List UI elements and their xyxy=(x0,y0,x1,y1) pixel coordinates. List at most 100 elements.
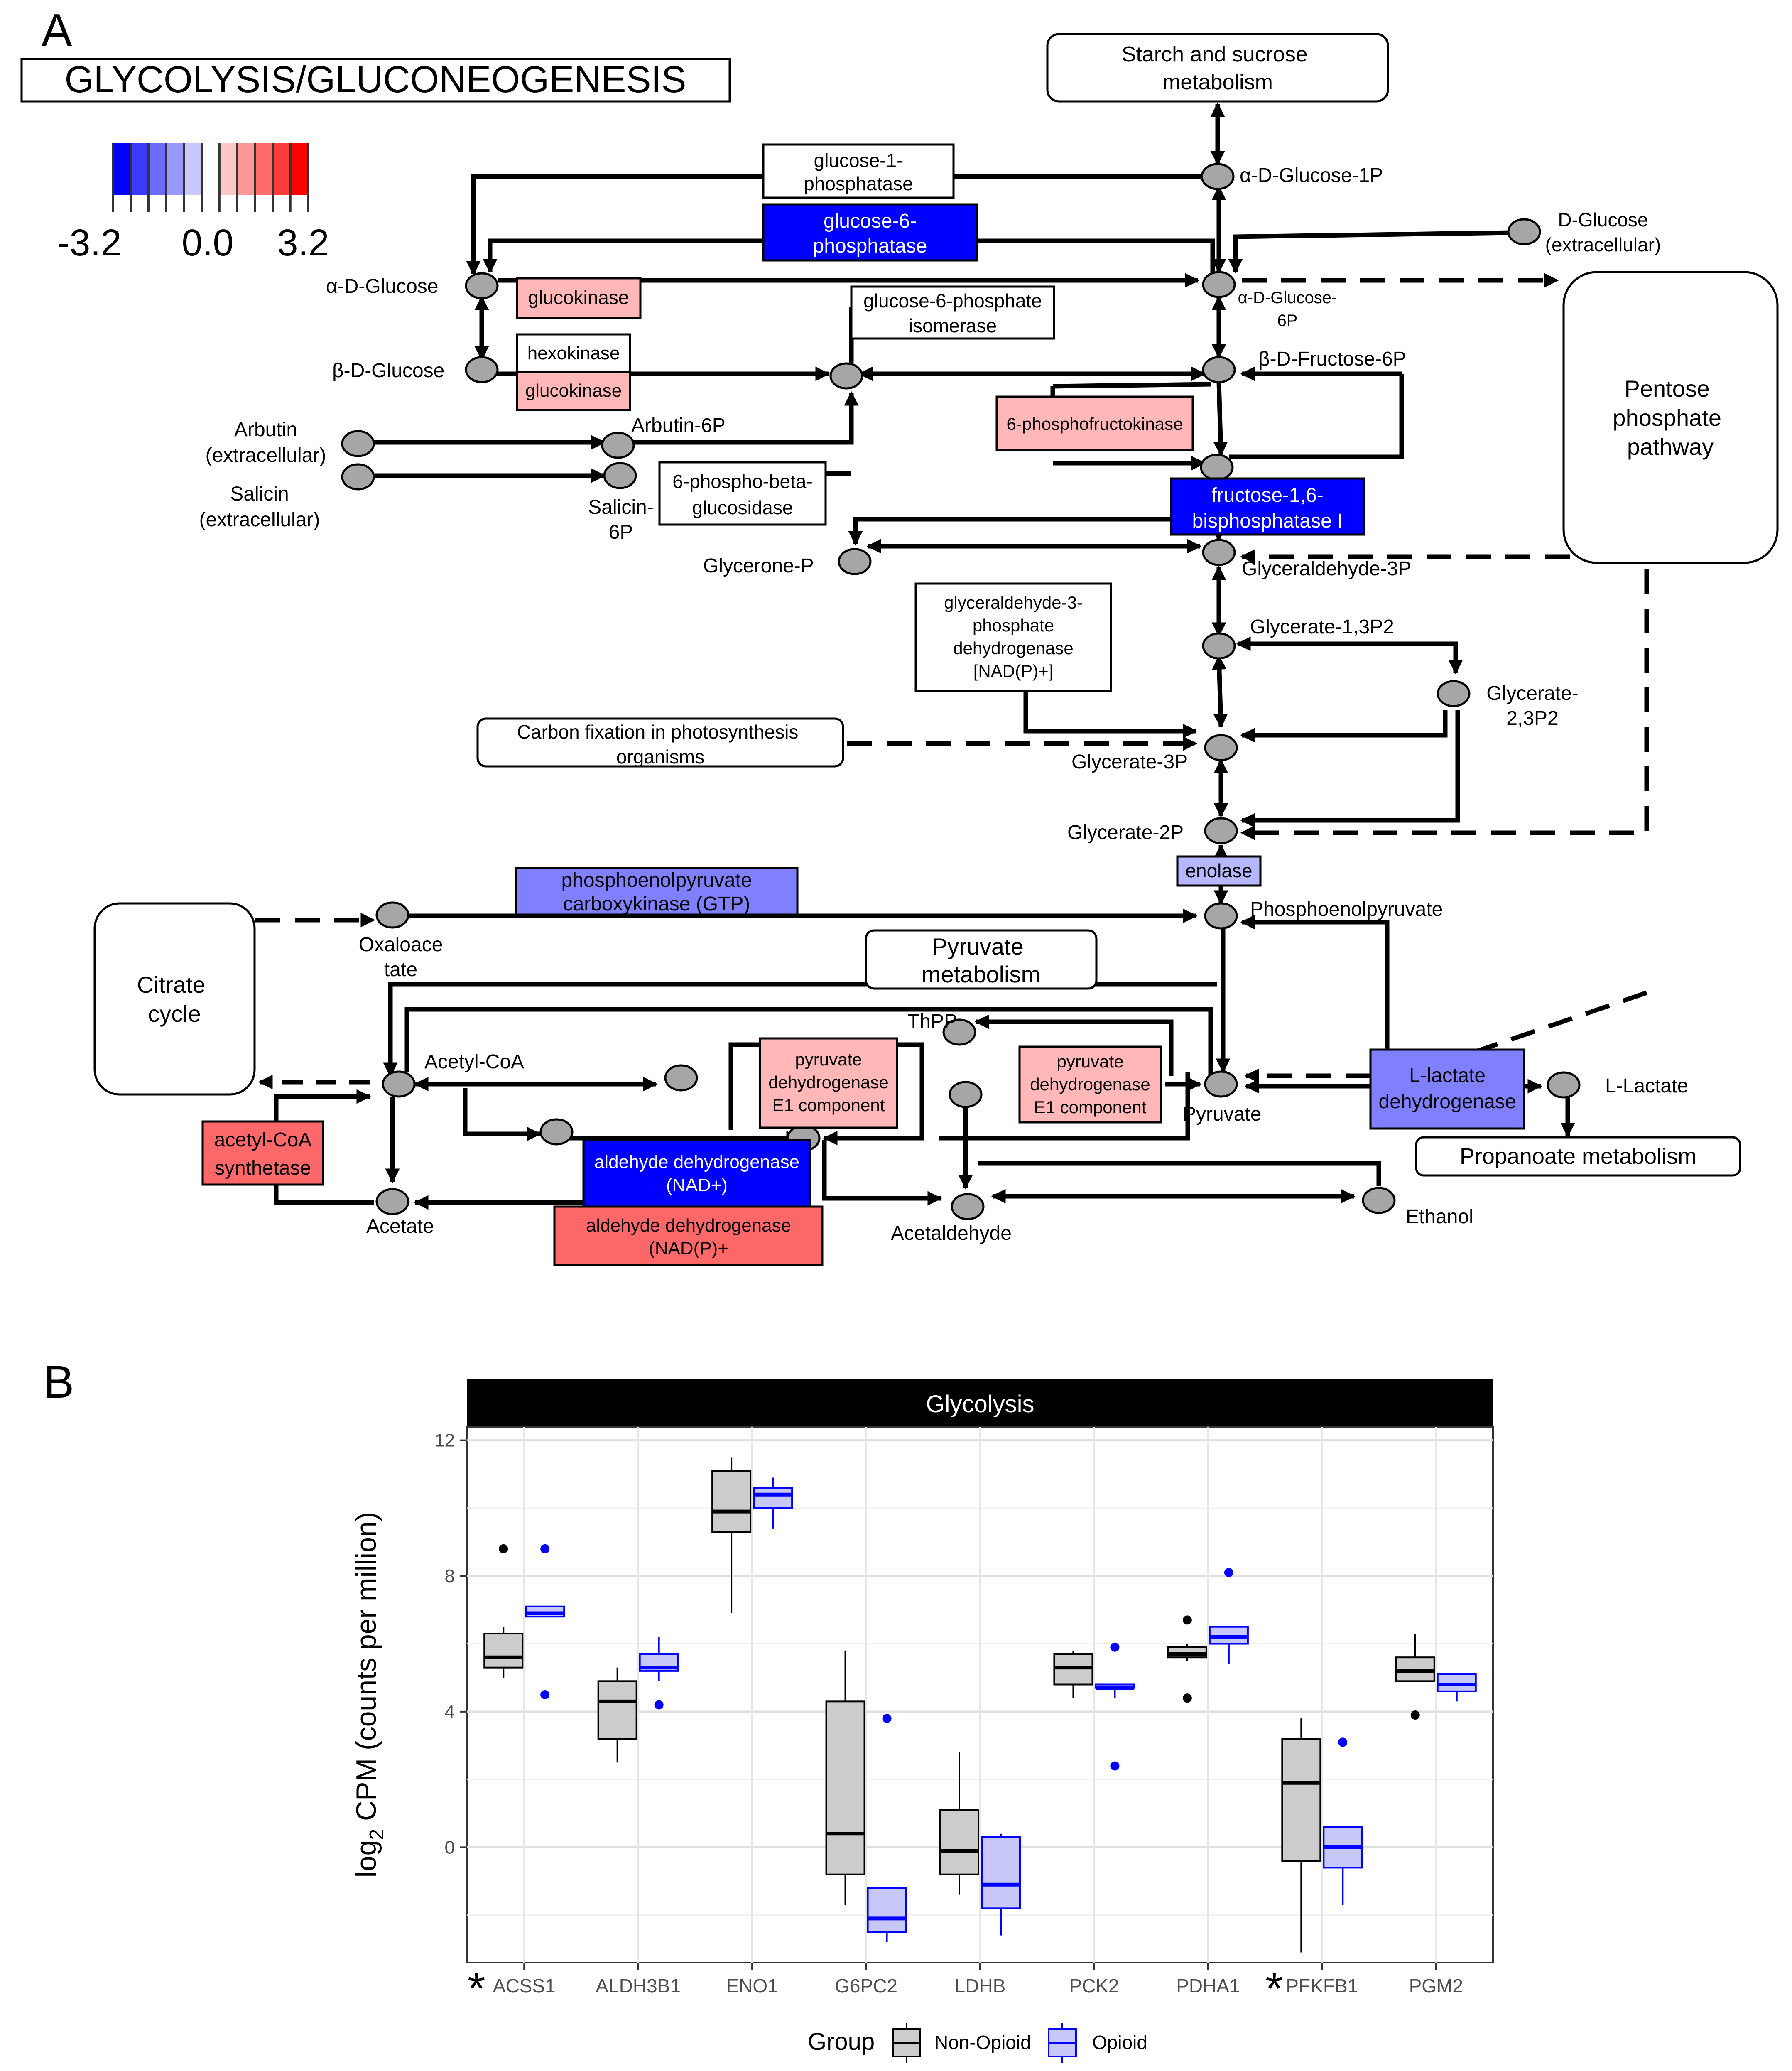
svg-text:fructose-1,6-bisphosphatase I: fructose-1,6-bisphosphatase I xyxy=(1192,484,1343,532)
scale-swatch xyxy=(201,143,220,195)
enzyme-g6pase[interactable]: glucose-6-phosphatase xyxy=(762,203,978,262)
svg-text:6-phosphofructokinase: 6-phosphofructokinase xyxy=(1007,414,1183,434)
pathway-pentose[interactable]: Pentose phosphate pathway xyxy=(1613,375,1728,460)
compound-node xyxy=(1202,356,1236,383)
compound-node xyxy=(1202,539,1236,566)
box-opioid-ALDH3B1 xyxy=(639,1637,679,1710)
compound-node xyxy=(382,1070,416,1098)
x-tick-label: ACSS1 xyxy=(493,1975,556,1997)
edge-pentose-g2p xyxy=(1240,569,1649,840)
label-gap: Glyceraldehyde-3P xyxy=(1242,558,1411,580)
box-body xyxy=(825,1700,865,1875)
edge-thpp-loop xyxy=(974,1014,1174,1076)
enzyme-pbg[interactable]: 6-phospho-beta-glucosidase xyxy=(658,461,827,526)
label-ethanol: Ethanol xyxy=(1406,1206,1473,1228)
edge-pdh1-loop xyxy=(728,1042,924,1146)
scale-swatch xyxy=(166,143,184,195)
enzyme-g1pase[interactable]: glucose-1-phosphatase xyxy=(762,143,955,199)
box-body xyxy=(981,1836,1021,1909)
outlier-point xyxy=(1338,1737,1348,1747)
enzyme-enolase[interactable]: enolase xyxy=(1176,855,1262,887)
compound-node xyxy=(465,356,499,383)
edge-23p2-g3p xyxy=(1240,710,1448,743)
compound-node xyxy=(601,432,635,459)
edge-pentose-ldh xyxy=(1453,990,1647,1062)
pathway-propanoate[interactable]: Propanoate metabolism xyxy=(1460,1144,1696,1169)
y-tick-label: 4 xyxy=(445,1702,455,1722)
box-body xyxy=(711,1470,752,1533)
legend-title: Group xyxy=(808,2028,875,2055)
edge-fbp-glycerone xyxy=(848,517,1219,546)
pathway-starch[interactable]: Starch and sucrose metabolism xyxy=(1122,42,1314,94)
enzyme-aldh-nadp[interactable]: aldehyde dehydrogenase(NAD(P)+ xyxy=(553,1205,824,1266)
scale-swatch xyxy=(184,143,202,195)
label-aglc6p: α-D-Glucose-6P xyxy=(1238,289,1337,330)
svg-text:glucose-6-phosphatase: glucose-6-phosphatase xyxy=(813,210,927,257)
edge-13p2-23p2 xyxy=(1236,636,1463,675)
label-salicin: Salicin(extracellular) xyxy=(199,483,320,531)
compound-node xyxy=(1204,1070,1238,1098)
x-tick-label: LDHB xyxy=(955,1975,1006,1997)
enzyme-hexokinase[interactable]: hexokinase xyxy=(516,333,631,373)
box-non-opioid-ACSS1 xyxy=(483,1544,524,1678)
label-aglc: α-D-Glucose xyxy=(326,275,438,297)
enzyme-glucokinase-2[interactable]: glucokinase xyxy=(516,371,631,411)
edge-dglc-g6p xyxy=(1228,230,1512,274)
outlier-point xyxy=(540,1690,550,1699)
enzyme-fbp[interactable]: fructose-1,6-bisphosphatase I xyxy=(1170,477,1365,536)
box-body xyxy=(939,1809,979,1875)
y-tick-label: 12 xyxy=(434,1431,455,1451)
box-opioid-PDHA1 xyxy=(1209,1568,1249,1664)
pathway-pyruvate[interactable]: Pyruvate metabolism xyxy=(922,933,1040,987)
compound-node xyxy=(1202,632,1236,660)
x-tick-label: PFKFB1 xyxy=(1286,1975,1358,1997)
scale-swatch xyxy=(148,143,167,195)
label-bglc: β-D-Glucose xyxy=(332,360,444,382)
compound-node xyxy=(1437,680,1471,707)
scale-swatch xyxy=(255,143,273,195)
box-body xyxy=(483,1633,524,1669)
edge-13p2-g3p xyxy=(1212,655,1228,729)
legend: Group Non-Opioid Opioid xyxy=(808,2023,1147,2063)
outlier-point xyxy=(882,1714,892,1723)
enzyme-glucokinase-1[interactable]: glucokinase xyxy=(516,277,642,319)
edge-arb6p-pool xyxy=(631,391,859,445)
legend-item-opioid: Opioid xyxy=(1048,2023,1147,2063)
box-non-opioid-LDHB xyxy=(939,1752,979,1895)
pathway-citrate[interactable]: Citrate cycle xyxy=(137,972,212,1027)
box-opioid-G6PC2 xyxy=(867,1714,907,1943)
label-pep: Phosphoenolpyruvate xyxy=(1250,898,1443,920)
significance-marker: * xyxy=(1265,1963,1283,2014)
svg-text:aldehyde dehydrogenase(NAD+): aldehyde dehydrogenase(NAD+) xyxy=(594,1152,799,1195)
label-glyceroneP: Glycerone-P xyxy=(703,555,814,577)
box-non-opioid-PDHA1 xyxy=(1167,1615,1207,1703)
box-non-opioid-ENO1 xyxy=(711,1457,752,1614)
outlier-point xyxy=(1224,1568,1233,1578)
pathway-carbon[interactable]: Carbon fixation in photosynthesis organi… xyxy=(517,721,804,768)
chart-title: Glycolysis xyxy=(926,1391,1034,1418)
outlier-point xyxy=(1110,1642,1120,1652)
scale-mid-label: 0.0 xyxy=(181,222,233,264)
box-opioid-PCK2 xyxy=(1095,1642,1135,1771)
compound-node xyxy=(465,272,499,299)
enzyme-pfk[interactable]: 6-phosphofructokinase xyxy=(995,395,1194,451)
compound-node xyxy=(1547,1071,1581,1099)
compound-node xyxy=(838,548,872,575)
enzyme-aldh-nad[interactable]: aldehyde dehydrogenase(NAD+) xyxy=(582,1139,811,1208)
edge-23p2-g2p xyxy=(1240,710,1460,828)
label-bfru6p: β-D-Fructose-6P xyxy=(1258,348,1406,370)
label-acetate: Acetate xyxy=(366,1215,434,1237)
compound-node xyxy=(341,463,375,491)
